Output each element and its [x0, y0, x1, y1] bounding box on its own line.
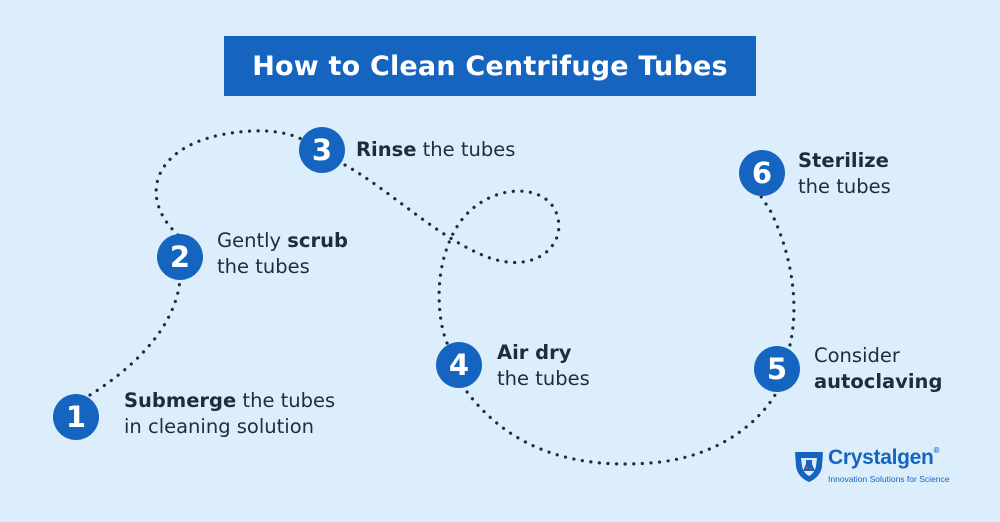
step-2-label: Gently scrub the tubes: [217, 228, 348, 280]
step-3-bold: Rinse: [356, 138, 417, 161]
step-1-label: Submerge the tubes in cleaning solution: [124, 388, 335, 440]
step-number: 4: [448, 348, 470, 382]
step-4-label: Air dry the tubes: [497, 340, 590, 392]
step-6-badge: 6: [739, 150, 785, 196]
logo-reg-mark: ®: [933, 446, 940, 455]
step-number: 5: [766, 352, 788, 386]
step-3-rest: the tubes: [416, 138, 516, 161]
step-2-line2: the tubes: [217, 255, 310, 278]
step-2-badge: 2: [157, 234, 203, 280]
step-6-label: Sterilize the tubes: [798, 148, 891, 200]
step-4-badge: 4: [436, 342, 482, 388]
crystalgen-logo: Crystalgen® Innovation Solutions for Sci…: [792, 446, 962, 490]
step-5-bold: autoclaving: [814, 370, 943, 393]
step-4-line2: the tubes: [497, 367, 590, 390]
step-2-bold: scrub: [287, 229, 348, 252]
step-6-line2: the tubes: [798, 175, 891, 198]
shield-flask-icon: [795, 452, 823, 482]
logo-name: Crystalgen®: [828, 446, 939, 470]
logo-name-text: Crystalgen: [828, 446, 934, 469]
step-5-label: Consider autoclaving: [814, 343, 942, 395]
step-3-badge: 3: [299, 127, 345, 173]
step-5-plain: Consider: [814, 344, 900, 367]
step-1-bold: Submerge: [124, 389, 237, 412]
title-banner: How to Clean Centrifuge Tubes: [224, 36, 756, 96]
step-2-plain: Gently: [217, 229, 288, 252]
step-4-bold: Air dry: [497, 341, 572, 364]
logo-tagline: Innovation Solutions for Science: [828, 474, 950, 484]
step-number: 3: [311, 133, 333, 167]
step-number: 2: [169, 240, 191, 274]
step-5-badge: 5: [754, 346, 800, 392]
page-title: How to Clean Centrifuge Tubes: [252, 50, 728, 82]
connector-path: [88, 129, 796, 466]
step-6-bold: Sterilize: [798, 149, 889, 172]
step-1-line2: in cleaning solution: [124, 415, 314, 438]
step-number: 6: [751, 156, 773, 190]
step-number: 1: [65, 400, 87, 434]
step-1-badge: 1: [53, 394, 99, 440]
step-3-label: Rinse the tubes: [356, 137, 515, 163]
step-1-rest: the tubes: [236, 389, 336, 412]
